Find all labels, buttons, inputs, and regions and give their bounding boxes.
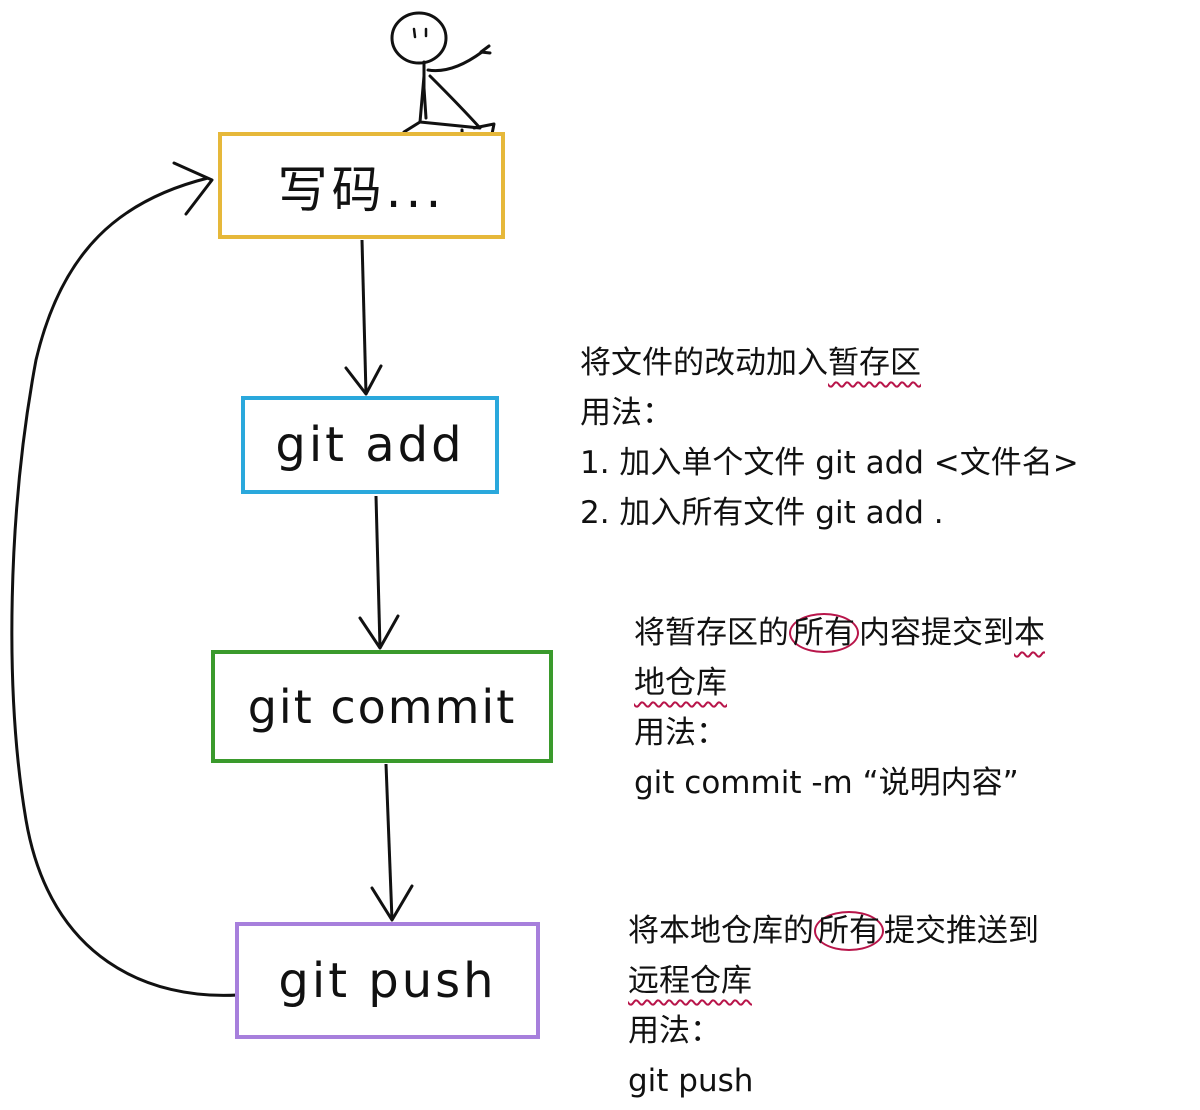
note-add-highlight: 暂存区 xyxy=(828,345,921,381)
step-label-git-commit: git commit xyxy=(247,679,517,734)
step-label-git-push: git push xyxy=(278,952,497,1009)
stick-figure-head xyxy=(390,11,448,65)
loop-arrowhead xyxy=(172,161,214,216)
note-push-highlight: 远程仓库 xyxy=(628,963,752,999)
note-add-usage: 用法： xyxy=(580,395,673,431)
note-commit-circled: 所有 xyxy=(789,613,859,653)
note-add-item-2: 2. 加入所有文件 git add . xyxy=(580,495,944,531)
note-git-commit: 将暂存区的所有内容提交到本 地仓库 用法： git commit -m “说明内… xyxy=(634,608,1045,808)
note-git-push: 将本地仓库的所有提交推送到 远程仓库 用法： git push xyxy=(628,906,1039,1106)
note-commit-description: 将暂存区的所有内容提交到本 xyxy=(634,608,1045,658)
note-push-command: git push xyxy=(628,1063,754,1099)
stick-figure-body xyxy=(422,60,428,120)
note-commit-usage: 用法： xyxy=(634,715,727,751)
loop-arrow xyxy=(10,176,239,997)
step-box-git-add: git add xyxy=(241,396,499,494)
note-add-text: 将文件的改动加入 xyxy=(580,345,828,381)
note-add-item-1: 1. 加入单个文件 git add <文件名> xyxy=(580,445,1079,481)
note-push-circled: 所有 xyxy=(814,911,884,951)
note-push-description-2: 远程仓库 xyxy=(628,956,1039,1006)
note-git-add: 将文件的改动加入暂存区 用法： 1. 加入单个文件 git add <文件名> … xyxy=(580,338,1079,538)
note-push-text: 将本地仓库的 xyxy=(628,913,814,949)
note-push-text-post: 提交推送到 xyxy=(884,913,1039,949)
stick-figure-arm xyxy=(426,50,484,73)
note-commit-text-post: 内容提交到 xyxy=(859,615,1014,651)
note-push-usage: 用法： xyxy=(628,1013,721,1049)
step-label-code: 写码... xyxy=(277,160,446,219)
arrow-add-to-commit xyxy=(374,495,382,649)
note-commit-description-2: 地仓库 xyxy=(634,658,1045,708)
arrowhead-commit-to-push xyxy=(370,884,414,922)
arrowhead-code-to-add xyxy=(344,364,383,396)
note-commit-highlight-2: 地仓库 xyxy=(634,665,727,701)
note-push-description: 将本地仓库的所有提交推送到 xyxy=(628,906,1039,956)
step-label-git-add: git add xyxy=(275,417,465,473)
arrow-code-to-add xyxy=(360,239,368,395)
note-add-description: 将文件的改动加入暂存区 xyxy=(580,338,1079,388)
stick-figure-dress xyxy=(418,74,482,130)
step-box-git-push: git push xyxy=(235,922,540,1039)
note-commit-text: 将暂存区的 xyxy=(634,615,789,651)
step-box-git-commit: git commit xyxy=(211,650,553,763)
step-box-code: 写码... xyxy=(218,132,505,239)
note-commit-highlight: 本 xyxy=(1014,615,1045,651)
arrowhead-add-to-commit xyxy=(358,614,400,650)
note-commit-command: git commit -m “说明内容” xyxy=(634,765,1019,801)
arrow-commit-to-push xyxy=(384,763,394,921)
